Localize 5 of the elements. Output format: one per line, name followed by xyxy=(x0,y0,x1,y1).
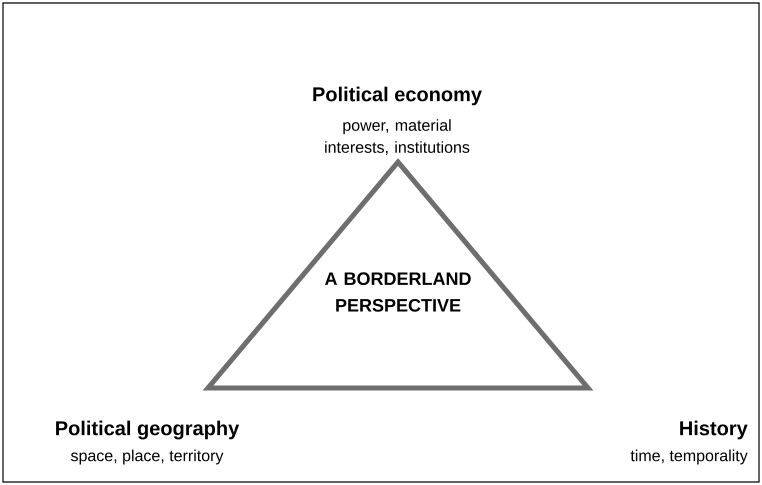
heading: Political geography xyxy=(56,420,240,440)
heading: Political economy xyxy=(313,86,482,106)
subtitle: space, place, territory xyxy=(70,450,224,464)
subtitle: time, temporality xyxy=(630,450,748,464)
heading: History xyxy=(680,420,748,440)
